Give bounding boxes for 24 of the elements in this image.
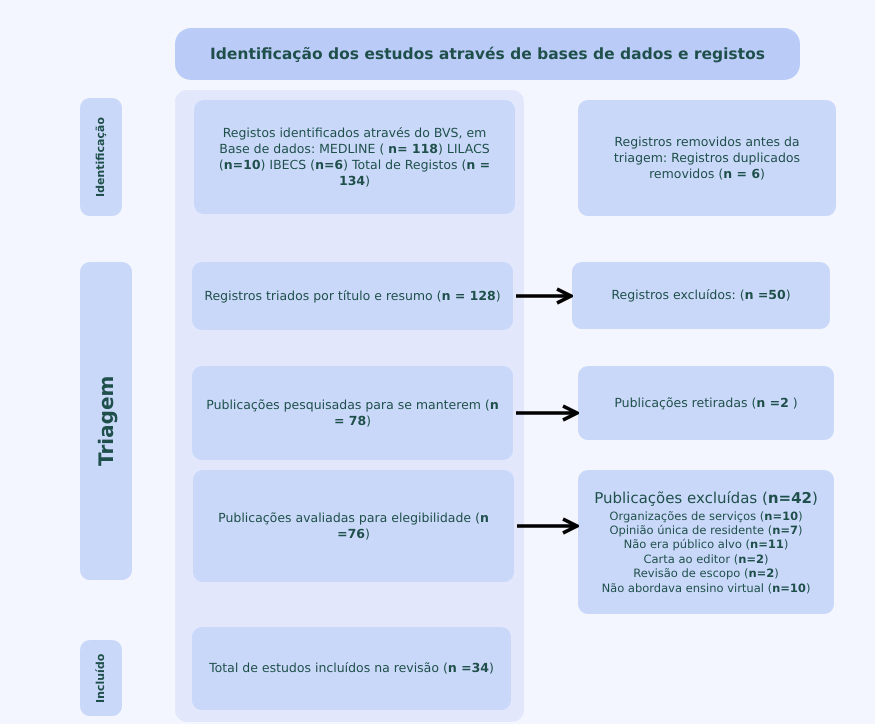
column-panel	[175, 90, 524, 722]
process-box: Registros removidos antes da triagem: Registros duplicados removidos (n = 6)	[578, 100, 836, 216]
exclusion-reason: Organizações de serviços (n=10)	[609, 508, 803, 523]
process-box: Registos identificados através do BVS, em Base de dados: MEDLINE ( n= 118) LILACS (n=10) IBECS (n=6) Total de Registos (n = 134)	[194, 100, 515, 214]
arrow	[516, 287, 573, 305]
stage-band: Identificação	[80, 98, 122, 216]
process-box: Registros excluídos: (n =50)	[572, 262, 830, 329]
stage-band: Incluído	[80, 640, 122, 716]
box-heading: Publicações excluídas (n=42)	[594, 489, 818, 509]
exclusion-reason: Carta ao editor (n=2)	[643, 552, 769, 566]
stage-band: Triagem	[80, 262, 132, 580]
process-box: Publicações pesquisadas para se manterem (n = 78)	[192, 366, 513, 460]
exclusion-reason: Opinião única de residente (n=7)	[609, 523, 803, 538]
header-box: Identificação dos estudos através de bases de dados e registos	[175, 28, 800, 80]
arrow	[516, 404, 579, 422]
arrow	[517, 517, 579, 535]
exclusion-reason: Não era público alvo (n=11)	[624, 537, 788, 552]
process-box: Publicações avaliadas para elegibilidade (n =76)	[193, 470, 514, 582]
process-box: Publicações retiradas (n =2 )	[578, 366, 834, 440]
process-box: Total de estudos incluídos na revisão (n =34)	[192, 627, 511, 710]
exclusion-reason: Revisão de escopo (n=2)	[633, 566, 779, 580]
process-box: Registros triados por título e resumo (n = 128)	[192, 262, 513, 330]
exclusion-reason: Não abordava ensino virtual (n=10)	[602, 580, 810, 595]
exclusion-box	[578, 470, 834, 614]
